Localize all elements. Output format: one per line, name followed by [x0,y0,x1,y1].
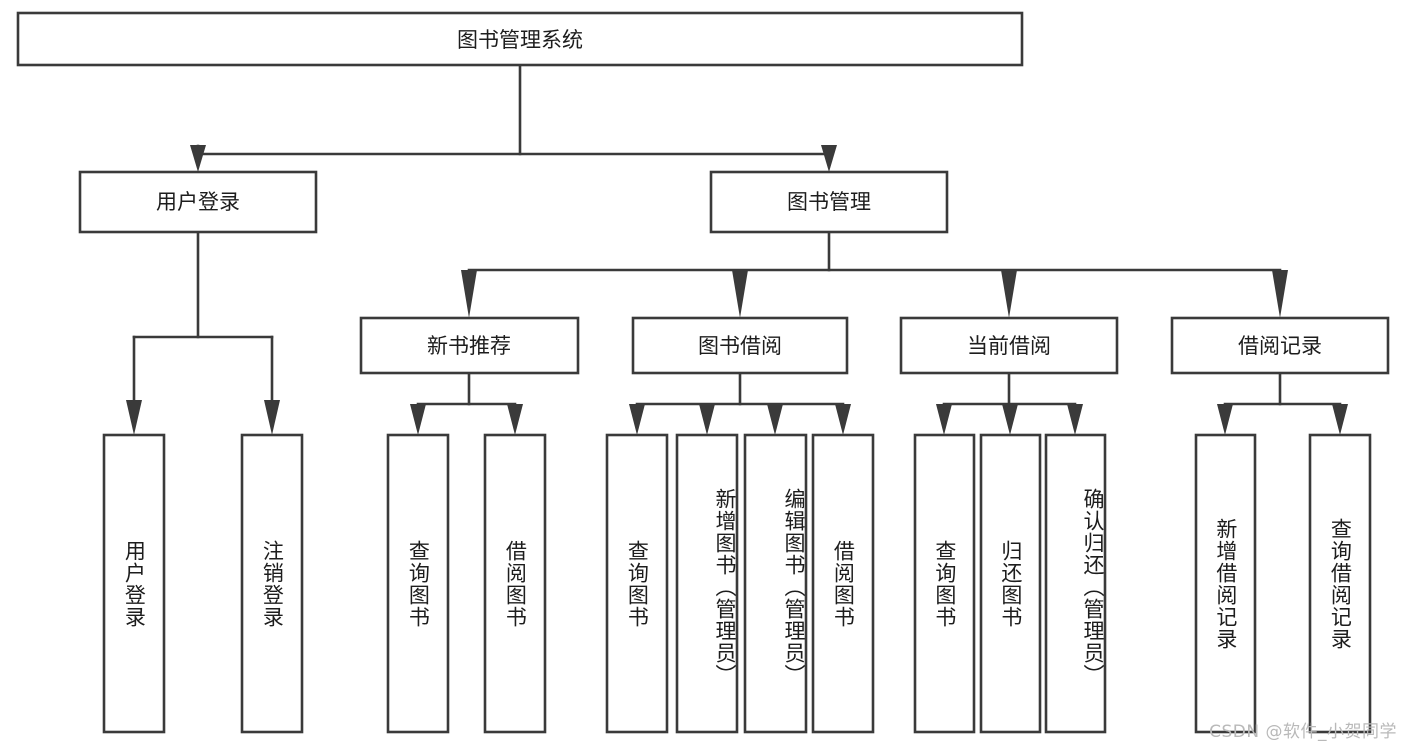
node-box-current-borrow[interactable] [899,316,1119,375]
node-box-leaf-edit-book-admin[interactable] [743,433,808,734]
node-label-borrow-record: 借阅记录 [1238,334,1322,358]
arrow-head-cb-query [936,404,952,435]
node-box-book-borrow[interactable] [631,316,849,375]
arrow-head-newbook-borrow [507,404,523,435]
node-label-root: 图书管理系统 [457,28,583,52]
node-box-leaf-borrow-book-1[interactable] [483,433,547,734]
csdn-watermark: CSDN @软件_小贺同学 [1209,722,1397,742]
arrow-head-current-borrow [1001,270,1017,318]
arrow-head-cb-confirm [1067,404,1083,435]
arrow-head-bb-query [629,404,645,435]
arrow-head-borrow-record [1272,270,1288,318]
arrow-head-bb-add [699,404,715,435]
arrow-head-bb-borrow [835,404,851,435]
node-box-leaf-logout[interactable] [240,433,304,734]
node-box-leaf-query-book-1[interactable] [386,433,450,734]
arrow-head-book-mgmt [821,145,837,172]
node-box-leaf-user-login[interactable] [102,433,166,734]
arrow-head-book-borrow [732,270,748,318]
node-box-root[interactable] [16,11,1024,67]
node-label-current-borrow: 当前借阅 [967,334,1051,358]
node-box-leaf-return-book[interactable] [979,433,1042,734]
node-box-leaf-query-book-2[interactable] [605,433,669,734]
arrow-head-bb-edit [767,404,783,435]
node-label-book-borrow: 图书借阅 [698,334,782,358]
node-box-leaf-confirm-return-admin[interactable] [1044,433,1107,734]
node-label-new-book-recommend: 新书推荐 [427,334,511,358]
arrow-head-new-book-rec [461,270,477,318]
node-box-leaf-add-book-admin[interactable] [675,433,739,734]
arrow-head-leaf-user-login [126,400,142,435]
node-box-leaf-query-borrow-record[interactable] [1308,433,1372,734]
node-box-user-login[interactable] [78,170,318,234]
arrow-head-cb-return [1002,404,1018,435]
node-box-new-book-recommend[interactable] [359,316,580,375]
node-box-leaf-add-borrow-record[interactable] [1194,433,1257,734]
node-box-borrow-record[interactable] [1170,316,1390,375]
node-layer: 图书管理系统 用户登录 图书管理 新书推荐 图书借阅 当前借阅 借阅记录 [16,11,1390,734]
node-label-user-login: 用户登录 [156,190,240,214]
connector-layer [126,63,1348,435]
arrow-head-br-query [1332,404,1348,435]
arrow-head-leaf-logout [264,400,280,435]
node-label-book-management: 图书管理 [787,190,871,214]
arrow-head-br-add [1217,404,1233,435]
arrow-head-newbook-query [410,404,426,435]
arrow-head-user-login [190,145,206,172]
node-box-book-management[interactable] [709,170,949,234]
node-box-leaf-borrow-book-2[interactable] [811,433,875,734]
node-box-leaf-query-book-3[interactable] [913,433,976,734]
